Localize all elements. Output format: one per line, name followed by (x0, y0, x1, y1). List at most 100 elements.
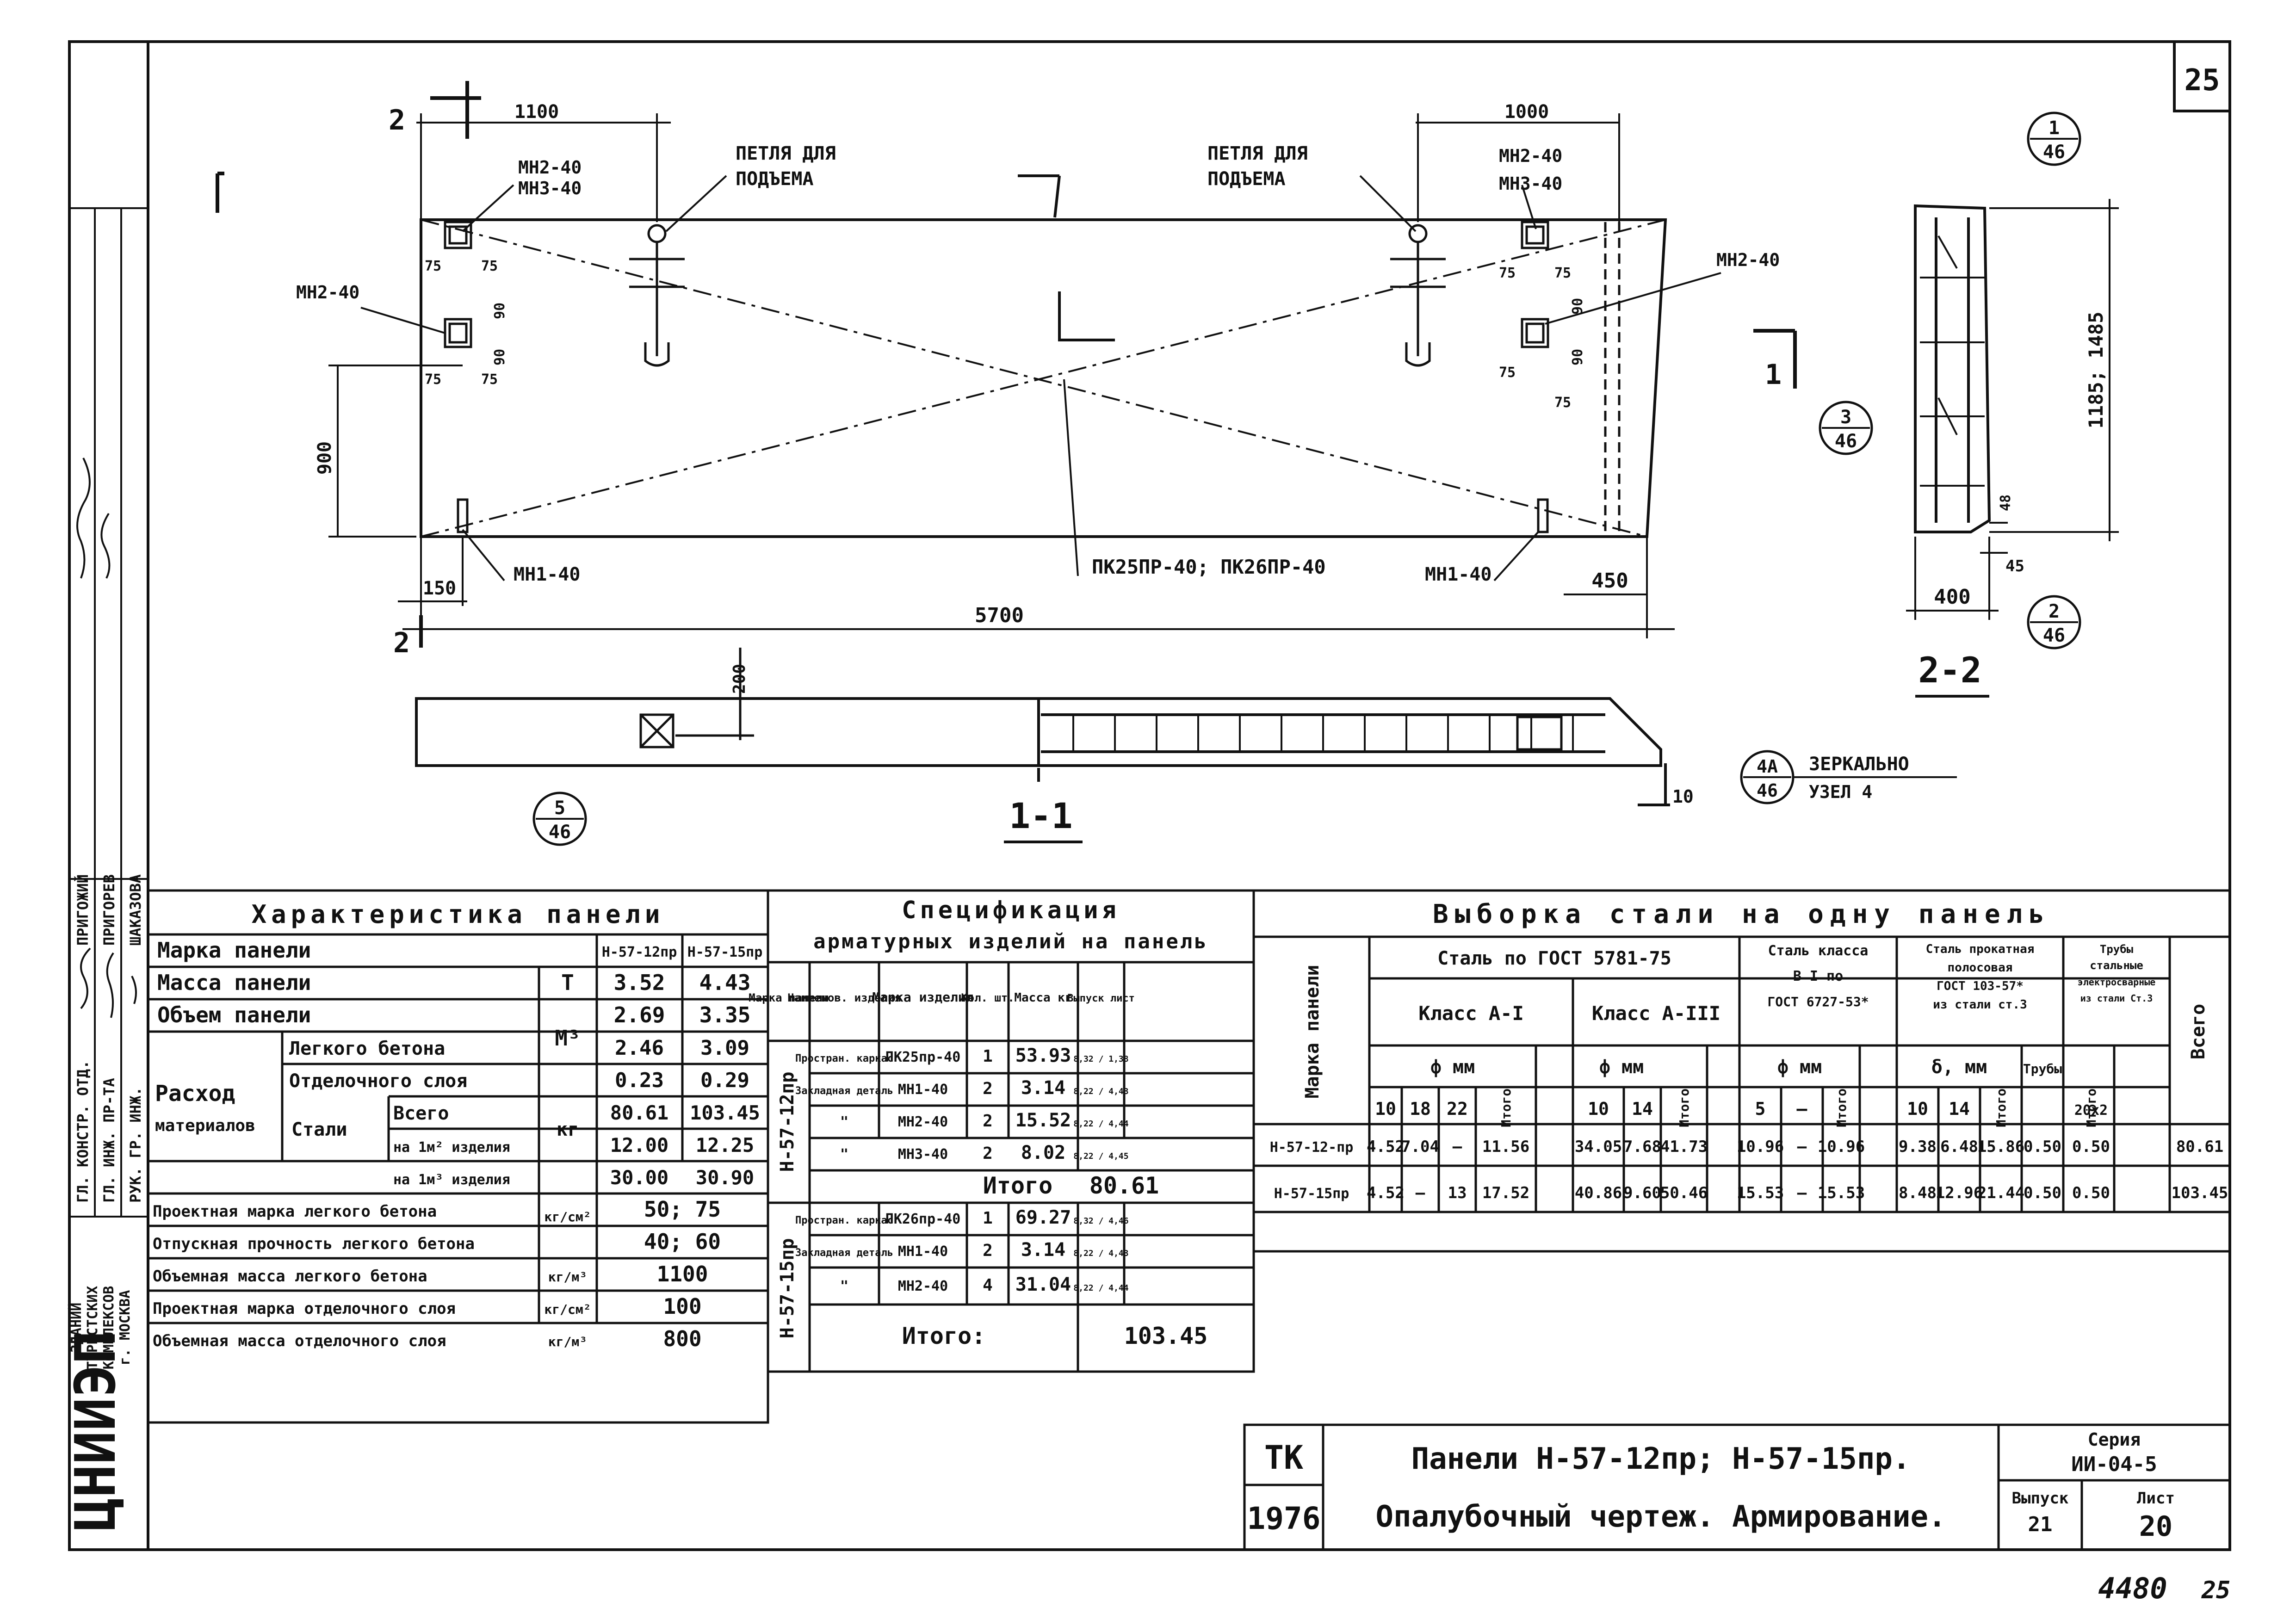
dim-left-top: 1100 (514, 101, 559, 123)
series-label: Серия (2088, 1429, 2141, 1450)
spec-row-qty: 2 (983, 1241, 993, 1260)
steel-cell: 40.86 (1575, 1184, 1622, 1202)
specification-table: Спецификация арматурных изделий на панел… (749, 889, 1255, 1373)
steel-cell: 0.50 (2072, 1184, 2110, 1202)
dim-2-2-width: 400 (1934, 585, 1970, 609)
steel-cell: 13 (1448, 1184, 1467, 1202)
dim-200: 200 (730, 664, 749, 694)
dim-height: 900 (314, 441, 335, 475)
detail-callout: 5 46 (532, 792, 587, 846)
char-concrete: Легкого бетона (289, 1038, 445, 1059)
steel-subheader: 22 (1447, 1099, 1468, 1119)
spec-panel-1: Н-57-12пр (777, 1072, 798, 1172)
steel-cell: 7.04 (1401, 1138, 1439, 1156)
spec-row-name: " (840, 1146, 848, 1163)
char-prop-label: Объемная масса отделочного слоя (153, 1332, 446, 1350)
spec-row-mark: МН2-40 (898, 1114, 948, 1130)
char-steel-a: 80.61 (610, 1101, 668, 1124)
char-m3-a: 30.00 (610, 1166, 668, 1189)
label-mn2-side-right: МН2-40 (1716, 250, 1780, 270)
char-concrete-a: 2.46 (615, 1036, 664, 1060)
char-col-a: Н-57-12пр (602, 944, 677, 960)
steel-subheader: Итого (2084, 1088, 2099, 1127)
small-dim: 75 (425, 258, 441, 274)
steel-group3-1: Сталь прокатная (1926, 942, 2035, 956)
steel-cell: 10.96 (1737, 1138, 1784, 1156)
steel-cell: 8.48 (1899, 1184, 1937, 1202)
title-year: 1976 (1247, 1501, 1321, 1536)
spec-row-sheet: 8,22 / 4,45 (1073, 1151, 1128, 1161)
char-concrete-b: 3.09 (700, 1036, 749, 1060)
steel-cell: 34.05 (1575, 1138, 1622, 1156)
steel-group3-2: полосовая (1948, 961, 2013, 975)
char-prop-val: 50; 75 (644, 1197, 721, 1222)
steel-subheader: 10 (1907, 1099, 1928, 1119)
small-dim: 75 (481, 371, 498, 388)
dim-10: 10 (1672, 786, 1694, 807)
dim-bottom-left: 150 (423, 578, 456, 599)
steel-cell: 0.50 (2072, 1138, 2110, 1156)
steel-delta: δ, мм (1931, 1057, 1987, 1078)
steel-subheader: 10 (1375, 1099, 1396, 1119)
char-prop-val: 100 (663, 1294, 701, 1319)
callout-2-top: 2 (2048, 601, 2060, 622)
callout-1-bottom: 46 (2043, 142, 2065, 163)
steel-cell: 41.73 (1660, 1138, 1708, 1156)
signature-icon (80, 947, 137, 1018)
char-row-label: Объем панели (157, 1002, 311, 1027)
steel-row-mark: Н-57-12-пр (1270, 1139, 1354, 1156)
detail-callout: 1 46 (2027, 111, 2081, 166)
dim-total-length: 5700 (975, 604, 1024, 627)
steel-cell: 50.46 (1660, 1184, 1708, 1202)
char-finish: Отделочного слоя (289, 1070, 467, 1092)
spec-total-label: Итого: (902, 1323, 986, 1349)
section-2-2-title: 2-2 (1918, 649, 1981, 691)
spec-row-mass: 3.14 (1021, 1077, 1065, 1099)
stamp-role-1: ГЛ. ИНЖ. ПР-ТА (100, 1078, 118, 1203)
steel-row-mark: Н-57-15пр (1274, 1186, 1349, 1202)
small-dim: 75 (1554, 395, 1571, 411)
issue-label: Выпуск (2012, 1489, 2069, 1508)
sheet-number: 25 (2184, 63, 2220, 98)
steel-group1: Сталь по ГОСТ 5781-75 (1437, 948, 1671, 969)
spec-title-2: арматурных изделий на панель (813, 930, 1208, 953)
label-loop-left-2: ПОДЪЕМА (736, 168, 814, 190)
series-value: ИИ-04-5 (2071, 1453, 2157, 1476)
spec-header: Марка изделия (872, 989, 973, 1005)
label-loop-right-1: ПЕТЛЯ ДЛЯ (1207, 143, 1308, 164)
spec-row-name: Простран. каркас (795, 1053, 893, 1064)
title-code: ТК (1264, 1439, 1303, 1477)
steel-cell: 15.86 (1977, 1138, 2024, 1156)
char-prop-label: Проектная марка отделочного слоя (153, 1299, 456, 1318)
plan-view: 2 2 1 1100 1000 900 150 450 5700 75 75 9… (216, 81, 1797, 659)
stamp-org-sub-2: КОМПЛЕКСОВ (101, 1286, 117, 1370)
callout-2-bottom: 46 (2043, 625, 2065, 646)
small-dim: 75 (1499, 265, 1516, 281)
spec-row-mass: 15.52 (1015, 1110, 1071, 1131)
dim-2-2-45: 45 (2005, 557, 2024, 575)
spec-title-1: Спецификация (902, 897, 1120, 924)
steel-cell: 9.60 (1623, 1184, 1661, 1202)
sheet-label: Лист (2137, 1489, 2175, 1508)
steel-sample-table: Выборка стали на одну панель Марка панел… (1252, 889, 2231, 1253)
label-loop-left-1: ПЕТЛЯ ДЛЯ (736, 143, 836, 164)
char-steel-total: Всего (393, 1103, 449, 1124)
char-prop-val: 1100 (657, 1262, 708, 1286)
callout-4a-bottom: 46 (1757, 780, 1778, 801)
char-steel-b: 103.45 (690, 1101, 760, 1124)
spec-total: 80.61 (1089, 1172, 1159, 1199)
char-m3-b: 30.90 (696, 1166, 754, 1189)
steel-cell: — (1797, 1138, 1807, 1156)
steel-subheader: 5 (1755, 1099, 1766, 1119)
spec-row-mass: 31.04 (1015, 1274, 1071, 1295)
spec-row-mass: 53.93 (1015, 1045, 1071, 1066)
steel-phi-3: ф мм (1777, 1057, 1822, 1078)
callout-3-bottom: 46 (1835, 431, 1857, 452)
steel-cell: 6.48 (1940, 1138, 1978, 1156)
char-prop-label: Отпускная прочность легкого бетона (153, 1235, 475, 1253)
stamp-org-sub-3: г. МОСКВА (117, 1290, 133, 1366)
small-dim: 90 (492, 349, 508, 365)
spec-row-mass: 3.14 (1021, 1239, 1065, 1261)
small-dim: 75 (481, 258, 498, 274)
stamp-org: ЦНИИЭП (64, 1331, 128, 1531)
